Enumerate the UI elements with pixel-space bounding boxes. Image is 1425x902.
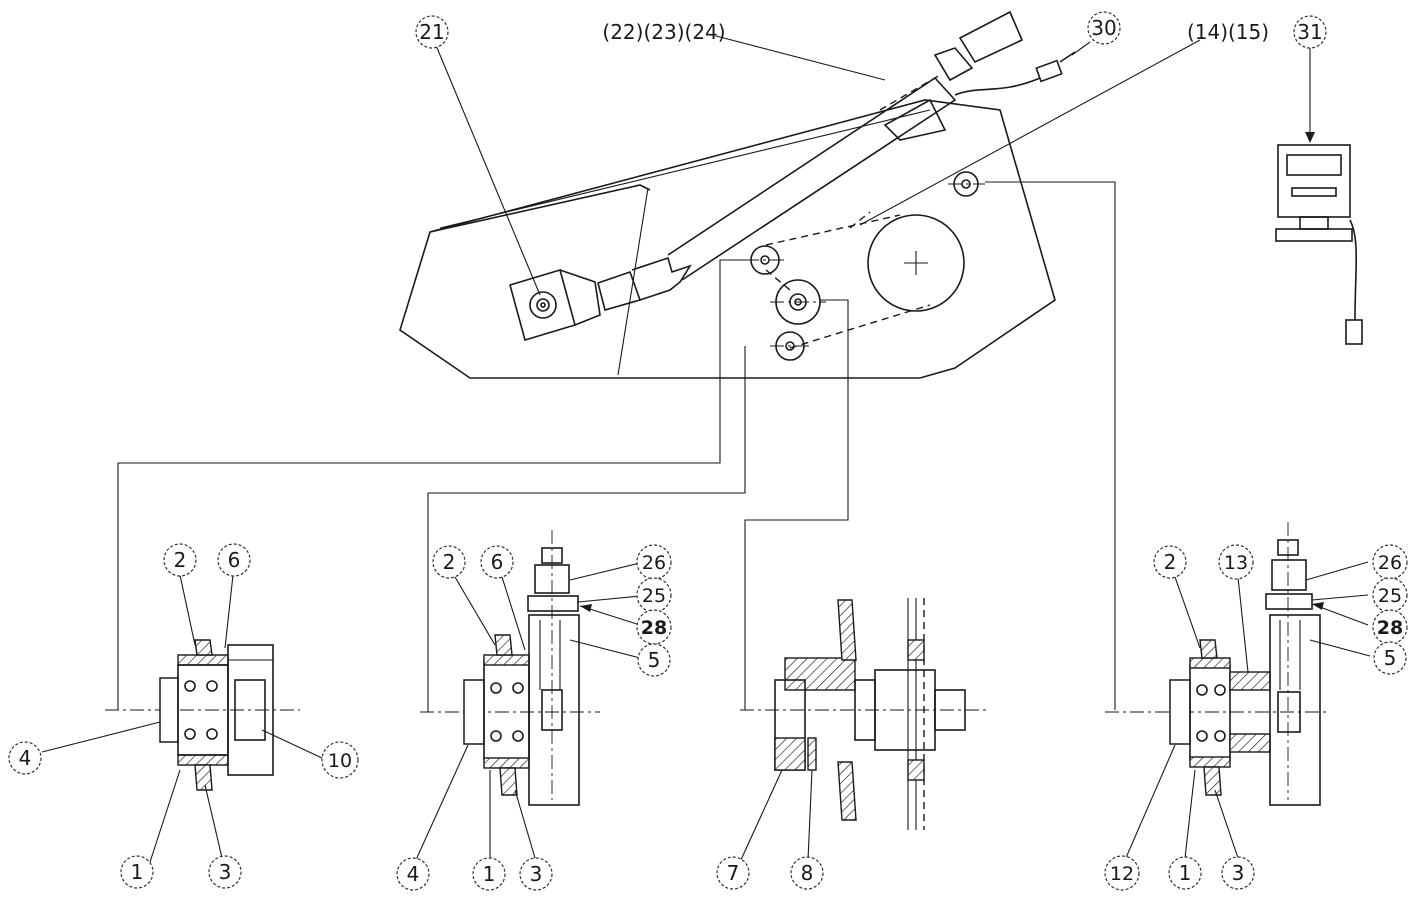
- callout-d2-28: 28: [636, 609, 672, 645]
- detail-3-hub-shaft: [740, 598, 990, 830]
- callout-d4-26: 26: [1372, 544, 1408, 580]
- drive-sprocket: [770, 279, 826, 325]
- callout-21: 21: [415, 15, 449, 49]
- lower-leader-lines: [41, 574, 1249, 863]
- idler-pulley-lower: [770, 331, 810, 361]
- callout-d1-1: 1: [120, 855, 154, 889]
- svg-text:26: 26: [642, 552, 666, 574]
- callout-d2-3: 3: [519, 857, 553, 891]
- callout-d4-12: 12: [1104, 855, 1140, 891]
- drive-shaft: [597, 10, 1024, 311]
- callout-d2-4: 4: [396, 857, 430, 891]
- callout-d4-13: 13: [1218, 544, 1254, 580]
- svg-text:4: 4: [19, 746, 32, 770]
- callout-22-23-24: (22)(23)(24): [602, 20, 725, 44]
- detail-1-bearing: [105, 639, 300, 791]
- callout-d4-5: 5: [1373, 641, 1407, 675]
- svg-text:28: 28: [1377, 617, 1403, 639]
- svg-text:25: 25: [1378, 585, 1402, 607]
- idler-pulley-upper: [745, 245, 785, 275]
- callout-d2-1: 1: [472, 857, 506, 891]
- callout-d2-25: 25: [636, 577, 672, 613]
- callout-d2-2: 2: [432, 545, 466, 579]
- callout-d4-3: 3: [1221, 856, 1255, 890]
- leader-lines: [434, 35, 1315, 296]
- svg-text:10: 10: [328, 750, 352, 772]
- svg-text:2: 2: [443, 550, 456, 574]
- svg-text:13: 13: [1224, 552, 1248, 574]
- svg-text:(14)(15): (14)(15): [1187, 20, 1269, 44]
- sensor-cable: [954, 51, 1076, 96]
- svg-text:2: 2: [1164, 550, 1177, 574]
- svg-text:30: 30: [1091, 16, 1116, 40]
- svg-text:2: 2: [174, 548, 187, 572]
- callout-d1-10: 10: [321, 741, 359, 779]
- svg-text:5: 5: [648, 648, 661, 672]
- callout-d2-5: 5: [637, 643, 671, 677]
- svg-text:5: 5: [1384, 646, 1397, 670]
- callout-d1-3: 3: [208, 855, 242, 889]
- svg-text:3: 3: [1232, 861, 1245, 885]
- callout-d4-2: 2: [1153, 545, 1187, 579]
- svg-text:3: 3: [219, 860, 232, 884]
- callout-d4-1: 1: [1168, 856, 1202, 890]
- callout-d2-6: 6: [480, 545, 514, 579]
- gearbox-sensor: [509, 268, 601, 342]
- svg-text:1: 1: [131, 860, 144, 884]
- section-connectors: [117, 181, 1116, 712]
- svg-text:6: 6: [228, 548, 241, 572]
- callout-d2-26: 26: [636, 544, 672, 580]
- callout-14-15: (14)(15): [1187, 20, 1269, 44]
- svg-text:3: 3: [530, 862, 543, 886]
- svg-text:(22)(23)(24): (22)(23)(24): [602, 20, 725, 44]
- callout-d4-25: 25: [1372, 577, 1408, 613]
- svg-text:12: 12: [1110, 863, 1134, 885]
- svg-text:31: 31: [1297, 20, 1322, 44]
- callout-d3-8: 8: [790, 856, 824, 890]
- svg-text:1: 1: [1179, 861, 1192, 885]
- svg-text:25: 25: [642, 585, 666, 607]
- callout-d1-6: 6: [217, 543, 251, 577]
- computer-monitor: [1275, 144, 1363, 345]
- svg-text:28: 28: [641, 617, 667, 639]
- detail-4-bearing-spacer: [1105, 522, 1371, 806]
- callout-d3-7: 7: [716, 856, 750, 890]
- callout-d1-4: 4: [8, 741, 42, 775]
- idler-pulley-top-right: [948, 171, 985, 197]
- svg-text:8: 8: [801, 861, 814, 885]
- svg-text:21: 21: [419, 20, 444, 44]
- svg-text:4: 4: [407, 862, 420, 886]
- callout-d1-2: 2: [163, 543, 197, 577]
- svg-text:7: 7: [727, 861, 740, 885]
- svg-text:26: 26: [1378, 552, 1402, 574]
- svg-text:6: 6: [491, 550, 504, 574]
- callout-30: 30: [1087, 11, 1121, 45]
- callout-d4-28: 28: [1372, 609, 1408, 645]
- detail-2-bearing-tensioner: [420, 530, 641, 806]
- large-pulley: [867, 214, 965, 312]
- svg-text:1: 1: [483, 862, 496, 886]
- callout-31: 31: [1293, 15, 1327, 49]
